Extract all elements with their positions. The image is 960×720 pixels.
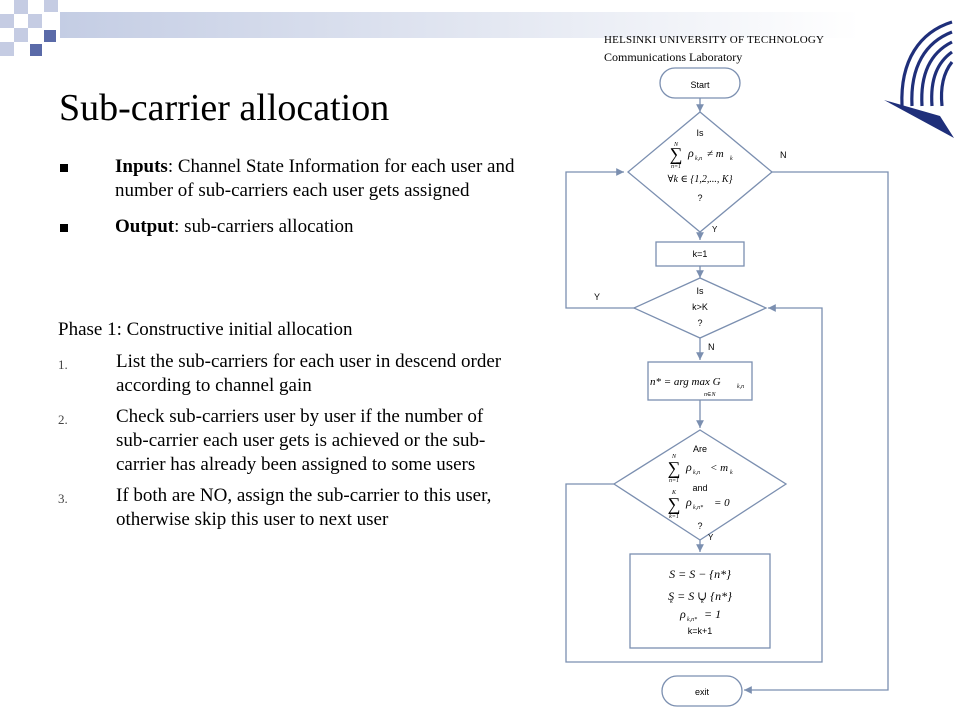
decision-3-mk-sub: k (730, 470, 733, 476)
steps-list: 1. List the sub-carriers for each user i… (58, 350, 518, 539)
decision-1-mk-sub: k (730, 156, 733, 162)
start-label: Start (690, 80, 710, 90)
step-item: 1. List the sub-carriers for each user i… (58, 350, 518, 398)
decision-2-is: Is (696, 286, 704, 296)
connector-d1-n-exit (742, 171, 889, 694)
decision-2-q: ? (697, 318, 702, 328)
update-line-3-sub: k,n* (687, 617, 697, 623)
bullet-output: Output: sub-carriers allocation (60, 215, 530, 239)
decision-3-sum2-sign: ∑ (668, 494, 681, 514)
step-number: 1. (58, 357, 68, 372)
decision-1 (626, 111, 774, 233)
step-text: If both are NO, assign the sub-carrier t… (116, 485, 492, 530)
update-k-increment: k=k+1 (688, 626, 713, 636)
flowchart: Start Is N ∑ n=1 ρ k,n ≠ m k ∀k ∈ {1,2,.… (565, 67, 889, 707)
update-line-3-rho: ρ (679, 607, 686, 621)
decision-3-sum-sign: ∑ (668, 458, 681, 478)
init-k-box (655, 241, 745, 267)
decision-2-cond: k>K (692, 302, 708, 312)
decision-3 (612, 429, 788, 541)
header-gradient-bar (60, 12, 860, 38)
decision-1-sum-sign: ∑ (670, 144, 683, 164)
update-line-2: S = S ∪ {n*} (668, 589, 732, 603)
step-text: List the sub-carriers for each user in d… (116, 351, 502, 396)
decision-3-and: and (692, 483, 707, 493)
decision-3-y-label: Y (708, 533, 714, 542)
lab-name: Communications Laboratory (604, 50, 743, 64)
step-number: 3. (58, 491, 68, 506)
step-item: 2. Check sub-carriers user by user if th… (58, 405, 518, 477)
decision-3-sum2-bottom: k=1 (669, 514, 679, 520)
university-logo-icon (884, 20, 954, 138)
decision-2-n-label: N (708, 342, 715, 352)
decision-2-y-label: Y (594, 292, 600, 302)
update-line-2-sub2: k (701, 599, 704, 605)
step-item: 3. If both are NO, assign the sub-carrie… (58, 484, 518, 532)
update-line-2-sub: k (670, 599, 673, 605)
decision-1-n-label: N (780, 150, 787, 160)
argmax-sub: k,n (737, 384, 744, 390)
connector-loop-back (565, 304, 823, 663)
decision-3-rho2: ρ (685, 495, 692, 509)
decision-1-y-label: Y (712, 225, 718, 234)
decision-3-lt: < m (710, 462, 728, 474)
step-text: Check sub-carriers user by user if the n… (116, 406, 486, 475)
bullet-inputs-label: Inputs (115, 156, 168, 177)
argmax-under: n∈N (704, 392, 716, 398)
decision-1-sum-top: N (673, 142, 679, 148)
update-line-3-rhs: = 1 (704, 607, 721, 621)
bullet-inputs-text: : Channel State Information for each use… (115, 156, 515, 201)
start-terminal (659, 67, 741, 99)
decision-3-sum-top: N (671, 454, 677, 460)
connector-d2-y-loop (565, 168, 637, 309)
decision-3-eq0: = 0 (714, 497, 730, 509)
decision-1-forall: ∀k ∈ {1,2,..., K} (667, 174, 732, 185)
decision-1-is: Is (696, 128, 704, 138)
update-line-1: S = S − {n*} (669, 567, 731, 581)
bullet-output-label: Output (115, 216, 175, 237)
decision-1-neq: ≠ m (707, 148, 724, 160)
phase-heading: Phase 1: Constructive initial allocation (58, 319, 353, 340)
decision-3-q: ? (697, 521, 702, 531)
corner-squares-decoration (0, 0, 80, 60)
exit-label: exit (695, 687, 710, 697)
decision-1-sum-bottom: n=1 (671, 164, 681, 170)
argmax-box (647, 361, 753, 401)
decision-3-sum2-top: K (671, 490, 677, 496)
decision-3-rho2-sub: k,n* (693, 505, 703, 511)
bullet-square-icon (60, 164, 68, 172)
decision-1-rho: ρ (687, 146, 694, 160)
init-k-label: k=1 (693, 249, 708, 259)
bullet-square-icon (60, 224, 68, 232)
decision-3-are: Are (693, 444, 707, 454)
decision-1-rho-sub: k,n (695, 156, 702, 162)
university-name: HELSINKI UNIVERSITY OF TECHNOLOGY (604, 34, 825, 46)
bullet-list: Inputs: Channel State Information for ea… (60, 155, 530, 251)
exit-terminal (661, 675, 743, 707)
decision-3-sum-bottom: n=1 (669, 478, 679, 484)
bullet-inputs: Inputs: Channel State Information for ea… (60, 155, 530, 203)
argmax-formula: n* = arg max G (650, 376, 721, 388)
step-number: 2. (58, 412, 68, 427)
bullet-output-text: : sub-carriers allocation (174, 216, 354, 237)
decision-1-q: ? (697, 193, 702, 203)
decision-3-rho: ρ (685, 460, 692, 474)
update-box (629, 553, 771, 649)
decision-3-rho-sub: k,n (693, 470, 700, 476)
slide-title: Sub-carrier allocation (59, 87, 390, 129)
decision-2 (632, 277, 768, 339)
